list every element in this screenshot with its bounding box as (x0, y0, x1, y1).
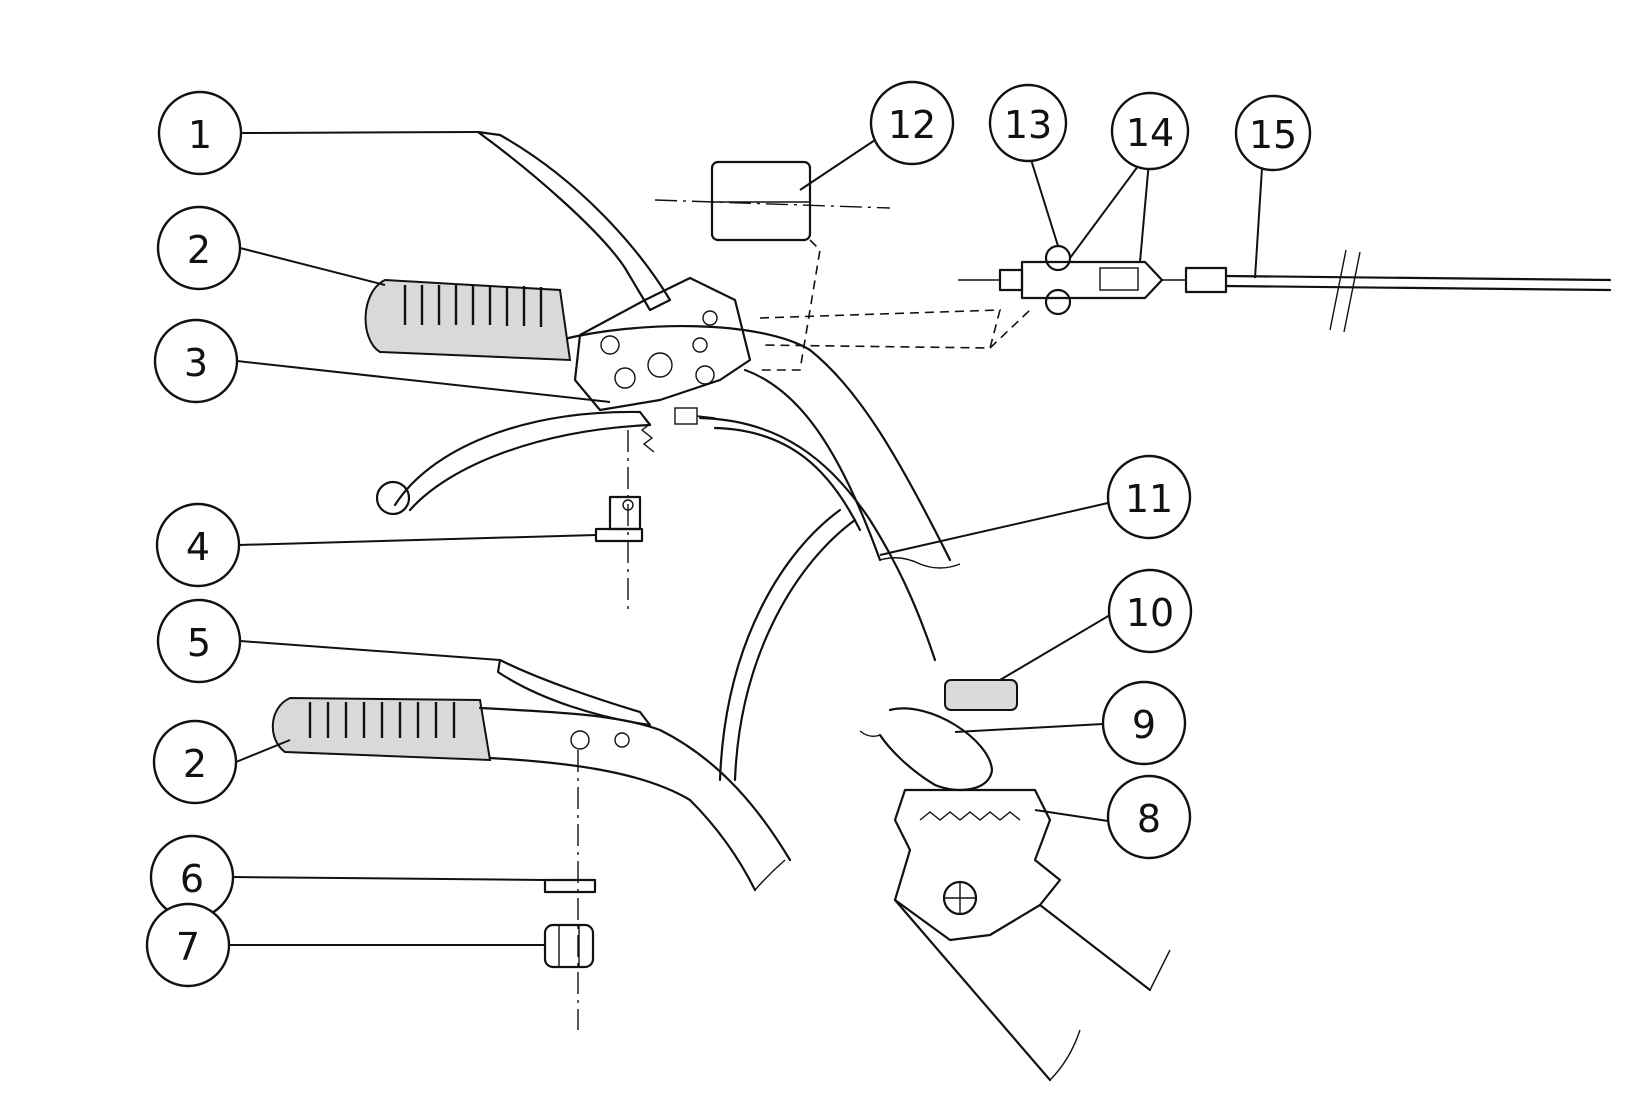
callout-2-upper: 2 (156, 205, 242, 291)
callout-11: 11 (1106, 454, 1192, 540)
callout-1: 1 (157, 90, 243, 176)
callout-8: 8 (1106, 774, 1192, 860)
callout-15: 15 (1234, 94, 1312, 172)
callout-4: 4 (155, 502, 241, 588)
callout-12: 12 (869, 80, 955, 166)
lower-lever (496, 658, 652, 727)
svg-text:5: 5 (187, 621, 211, 665)
nut (543, 923, 595, 969)
svg-text:4: 4 (186, 525, 210, 569)
lever-bracket (573, 276, 752, 412)
svg-text:12: 12 (888, 103, 936, 147)
brake-lever (393, 410, 652, 512)
svg-text:8: 8 (1137, 797, 1161, 841)
upper-lever (476, 130, 672, 312)
callout-14: 14 (1110, 91, 1190, 171)
lower-handlebar-assembly (271, 658, 792, 1030)
upper-grip (364, 278, 572, 362)
callouts: 1 2 3 4 5 2 6 7 12 13 14 15 11 10 9 8 (145, 80, 1312, 988)
clamp-assembly (859, 679, 1171, 1082)
callout-7: 7 (145, 902, 231, 988)
svg-text:13: 13 (1004, 103, 1052, 147)
upper-grip-ribs (403, 285, 543, 327)
svg-text:2: 2 (183, 742, 207, 786)
svg-text:14: 14 (1126, 111, 1174, 155)
callout-9: 9 (1101, 680, 1187, 766)
svg-text:1: 1 (188, 113, 212, 157)
brake-cable (698, 416, 937, 662)
upper-handlebar-assembly (364, 130, 961, 782)
rubber-block (944, 679, 1018, 711)
svg-text:2: 2 (187, 228, 211, 272)
callout-10: 10 (1107, 568, 1193, 654)
callout-3: 3 (153, 318, 239, 404)
svg-text:15: 15 (1249, 113, 1297, 157)
callout-2-lower: 2 (152, 719, 238, 805)
svg-text:3: 3 (184, 341, 208, 385)
clamp-body (893, 788, 1062, 942)
svg-text:7: 7 (176, 925, 200, 969)
svg-text:6: 6 (180, 857, 204, 901)
washer (543, 878, 597, 894)
svg-text:9: 9 (1132, 703, 1156, 747)
svg-text:11: 11 (1125, 477, 1173, 521)
lower-grip-ribs (308, 702, 456, 738)
leader-lines (229, 131, 1263, 946)
callout-13: 13 (988, 83, 1068, 163)
callout-6: 6 (149, 834, 235, 920)
callout-5: 5 (156, 598, 242, 684)
clamp-pad (878, 707, 994, 792)
cable-fitting (958, 244, 1612, 333)
svg-text:10: 10 (1126, 591, 1174, 635)
sleeve-part (654, 160, 1031, 371)
pivot-bolt (594, 495, 644, 543)
